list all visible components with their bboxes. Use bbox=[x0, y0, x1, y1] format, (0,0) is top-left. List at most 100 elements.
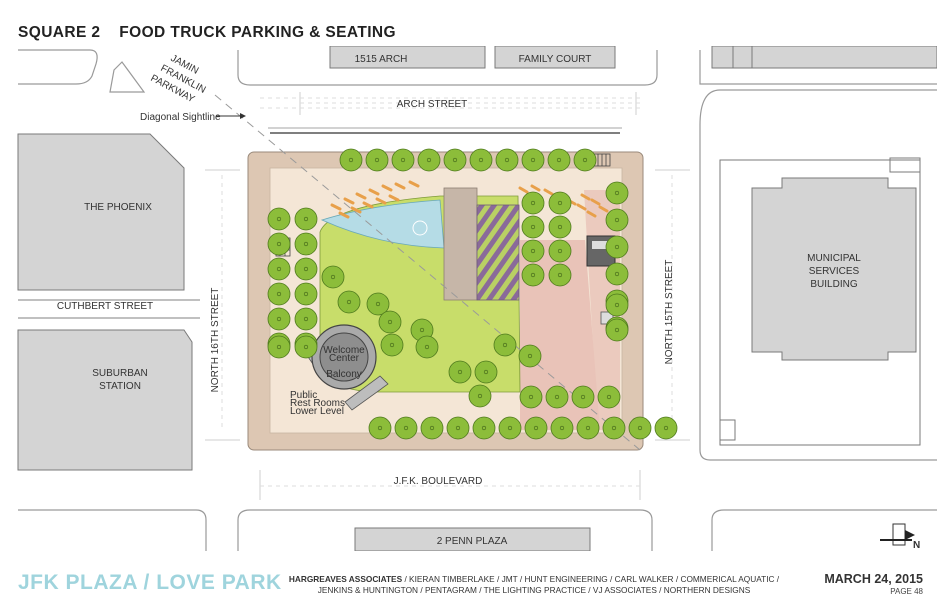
label-restrooms-1: Public bbox=[290, 390, 317, 401]
tree-trunk bbox=[276, 316, 282, 322]
tree bbox=[605, 181, 629, 205]
tree bbox=[294, 232, 318, 256]
tree bbox=[267, 232, 291, 256]
tree bbox=[605, 208, 629, 232]
label-family-court: FAMILY COURT bbox=[519, 54, 592, 65]
tree-trunk bbox=[419, 327, 425, 333]
tree bbox=[267, 257, 291, 281]
north-arrow-icon bbox=[880, 523, 915, 546]
tree-trunk bbox=[557, 272, 563, 278]
tree-trunk bbox=[403, 425, 409, 431]
tree-trunk bbox=[614, 302, 620, 308]
tree-trunk bbox=[375, 301, 381, 307]
tree-trunk bbox=[614, 190, 620, 196]
tree-trunk bbox=[374, 157, 380, 163]
label-suburban-1: SUBURBAN bbox=[92, 368, 148, 379]
tree bbox=[294, 207, 318, 231]
tree bbox=[446, 416, 470, 440]
tree-trunk bbox=[580, 394, 586, 400]
label-balcony: Balcony bbox=[326, 369, 362, 380]
tree bbox=[605, 262, 629, 286]
tree bbox=[294, 307, 318, 331]
label-2-penn-plaza: 2 PENN PLAZA bbox=[437, 536, 508, 547]
tree bbox=[472, 416, 496, 440]
tree-trunk bbox=[346, 299, 352, 305]
tree-trunk bbox=[557, 248, 563, 254]
tree bbox=[267, 207, 291, 231]
tree bbox=[267, 307, 291, 331]
tree-trunk bbox=[527, 353, 533, 359]
tree bbox=[550, 416, 574, 440]
tree bbox=[605, 235, 629, 259]
tree-trunk bbox=[455, 425, 461, 431]
tree bbox=[321, 265, 345, 289]
tree-trunk bbox=[637, 425, 643, 431]
tree bbox=[468, 384, 492, 408]
tree bbox=[366, 292, 390, 316]
tree-trunk bbox=[276, 291, 282, 297]
tree bbox=[294, 282, 318, 306]
tree-trunk bbox=[478, 157, 484, 163]
tree bbox=[573, 148, 597, 172]
tree-trunk bbox=[530, 272, 536, 278]
tree bbox=[368, 416, 392, 440]
firm-name: HARGREAVES ASSOCIATES bbox=[288, 574, 403, 584]
label-north-15th: NORTH 15TH STREET bbox=[664, 260, 675, 365]
tree bbox=[602, 416, 626, 440]
tree-trunk bbox=[663, 425, 669, 431]
tree bbox=[493, 333, 517, 357]
tree bbox=[267, 282, 291, 306]
tree bbox=[571, 385, 595, 409]
tree bbox=[365, 148, 389, 172]
label-cuthbert-street: CUTHBERT STREET bbox=[57, 301, 153, 312]
label-suburban-2: STATION bbox=[99, 381, 141, 392]
tree bbox=[521, 215, 545, 239]
tree-trunk bbox=[457, 369, 463, 375]
tree-trunk bbox=[276, 216, 282, 222]
tree-trunk bbox=[303, 216, 309, 222]
tree-trunk bbox=[424, 344, 430, 350]
tree-trunk bbox=[452, 157, 458, 163]
tree-trunk bbox=[530, 224, 536, 230]
tree bbox=[420, 416, 444, 440]
tree-trunk bbox=[585, 425, 591, 431]
tree bbox=[605, 318, 629, 342]
tree bbox=[394, 416, 418, 440]
tree-trunk bbox=[303, 266, 309, 272]
tree-trunk bbox=[533, 425, 539, 431]
label-the-phoenix: THE PHOENIX bbox=[84, 202, 152, 213]
tree bbox=[469, 148, 493, 172]
tree-trunk bbox=[389, 342, 395, 348]
tree bbox=[548, 215, 572, 239]
tree bbox=[628, 416, 652, 440]
tree-trunk bbox=[502, 342, 508, 348]
tree bbox=[545, 385, 569, 409]
tree-trunk bbox=[303, 291, 309, 297]
tree-trunk bbox=[481, 425, 487, 431]
tree bbox=[294, 335, 318, 359]
tree-trunk bbox=[556, 157, 562, 163]
tree bbox=[378, 310, 402, 334]
tree bbox=[294, 257, 318, 281]
label-municipal-1: MUNICIPAL bbox=[807, 253, 861, 264]
tree bbox=[337, 290, 361, 314]
tree bbox=[417, 148, 441, 172]
tree-trunk bbox=[504, 157, 510, 163]
tree-trunk bbox=[557, 224, 563, 230]
tree bbox=[521, 148, 545, 172]
tree bbox=[521, 239, 545, 263]
tree bbox=[518, 344, 542, 368]
tree bbox=[495, 148, 519, 172]
tree-trunk bbox=[606, 394, 612, 400]
label-north: N bbox=[913, 540, 920, 551]
tree bbox=[521, 191, 545, 215]
tree bbox=[548, 263, 572, 287]
tree bbox=[391, 148, 415, 172]
tree-trunk bbox=[348, 157, 354, 163]
credits-line-1: / KIERAN TIMBERLAKE / JMT / HUNT ENGINEE… bbox=[402, 574, 780, 584]
tree-trunk bbox=[611, 425, 617, 431]
label-north-16th: NORTH 16TH STREET bbox=[210, 288, 221, 393]
tree bbox=[605, 293, 629, 317]
label-diagonal-sightline: Diagonal Sightline bbox=[140, 112, 221, 123]
tree-trunk bbox=[507, 425, 513, 431]
